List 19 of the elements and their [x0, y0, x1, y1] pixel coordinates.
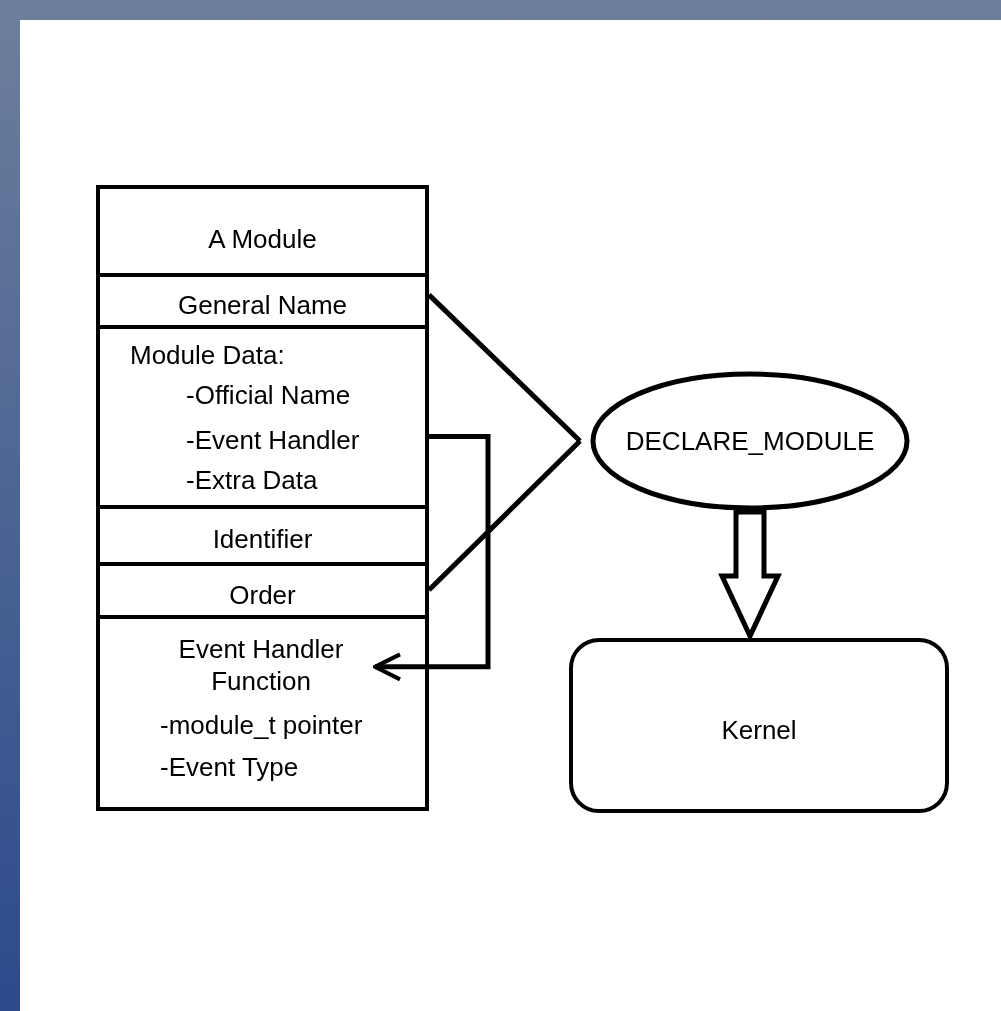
module-box	[96, 185, 429, 811]
node-text: -Event Type	[160, 751, 299, 783]
ellipse-node	[590, 371, 910, 511]
node-label: Order	[228, 579, 297, 611]
node-text: -Official Name	[186, 379, 351, 411]
node-label: Module Data:	[130, 339, 285, 371]
node-label: Event Handler Function	[177, 633, 345, 697]
node-text: -Event Handler	[186, 424, 360, 456]
rounded-box	[569, 638, 949, 813]
node-text: -module_t pointer	[160, 709, 363, 741]
node-label: DECLARE_MODULE	[624, 425, 876, 457]
node-label: Identifier	[211, 523, 314, 555]
node-label: Kernel	[720, 714, 798, 746]
node-text: -Extra Data	[186, 464, 318, 496]
connector-line	[427, 293, 582, 443]
node-label: General Name	[176, 289, 349, 321]
node-label: A Module	[207, 223, 318, 255]
arrow	[373, 434, 491, 682]
connector-line	[427, 439, 582, 592]
